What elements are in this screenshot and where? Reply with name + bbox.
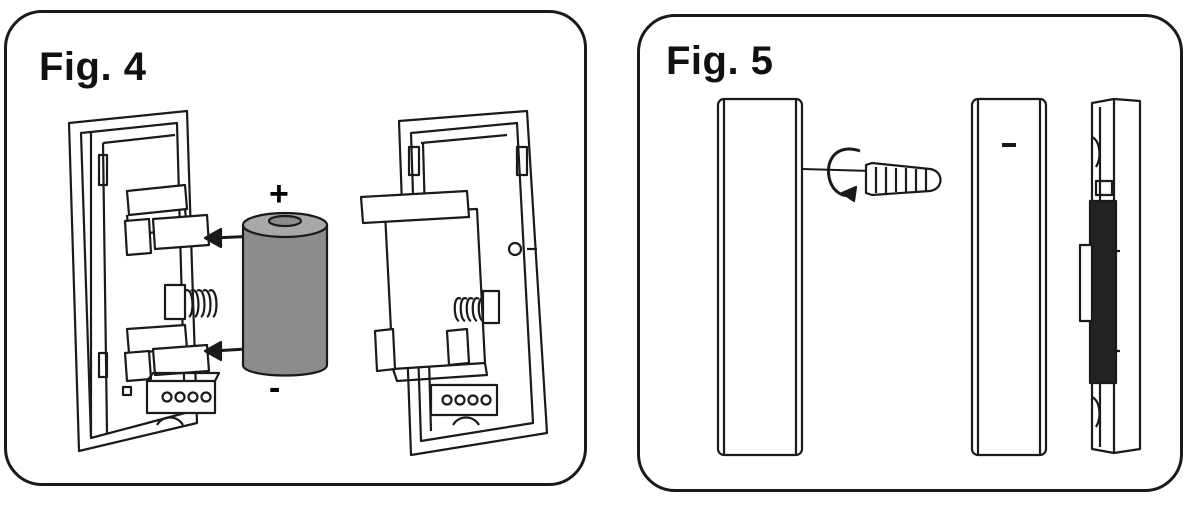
left-open-housing [67, 109, 221, 453]
left-device-front [716, 97, 804, 457]
screwdriver-icon [801, 161, 942, 197]
right-closed-housing [359, 109, 549, 457]
fig5-title: Fig. 5 [666, 39, 774, 83]
right-device-profile [1078, 97, 1142, 455]
middle-device-front [970, 97, 1048, 457]
battery-icon [241, 211, 329, 377]
rotation-arrow-icon [827, 147, 861, 203]
negative-terminal-label: - [269, 369, 281, 407]
fig4-title: Fig. 4 [39, 45, 147, 89]
fig5-illustration [716, 97, 1142, 457]
fig4-panel: Fig. 4 [4, 10, 587, 486]
fig4-illustration [67, 109, 549, 457]
positive-terminal-label: + [269, 175, 289, 213]
fig5-panel: Fig. 5 [637, 14, 1183, 492]
